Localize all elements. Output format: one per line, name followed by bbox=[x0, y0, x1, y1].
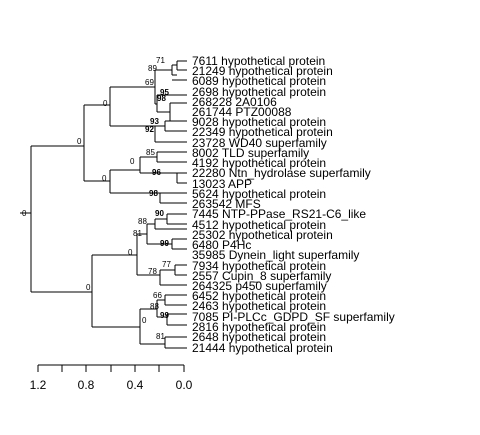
support-value: 69 bbox=[145, 78, 154, 87]
support-value: 81 bbox=[156, 332, 165, 341]
leaf-label: 2557 Cupin_8 superfamily bbox=[192, 269, 331, 283]
leaf-label: 264325 p450 superfamily bbox=[192, 279, 327, 293]
support-value: 88 bbox=[138, 217, 147, 226]
leaf-label: 2698 hypothetical protein bbox=[192, 85, 326, 99]
support-value: 81 bbox=[133, 229, 142, 238]
support-value: 78 bbox=[148, 267, 157, 276]
support-value: 77 bbox=[162, 260, 171, 269]
leaf-label: 7445 NTP-PPase_RS21-C6_like bbox=[192, 207, 366, 221]
support-value: 0 bbox=[22, 209, 27, 218]
leaf-label: 261744 PTZ00088 bbox=[192, 105, 292, 119]
axis-tick-label: 0.0 bbox=[176, 378, 193, 392]
support-value: 98 bbox=[149, 189, 158, 198]
support-value: 0 bbox=[103, 99, 108, 108]
leaf-label: 35985 Dynein_light superfamily bbox=[192, 248, 359, 262]
leaf-label: 2463 hypothetical protein bbox=[192, 299, 326, 313]
support-values: 71 89 69 95 98 0 93 92 0 85 0 96 0 98 0 … bbox=[22, 56, 171, 341]
support-value: 98 bbox=[157, 94, 166, 103]
support-value: 66 bbox=[153, 291, 162, 300]
leaf-label: 21249 hypothetical protein bbox=[192, 64, 333, 78]
leaf-label: 6089 hypothetical protein bbox=[192, 74, 326, 88]
support-value: 93 bbox=[150, 117, 159, 126]
leaf-label: 23728 WD40 superfamily bbox=[192, 136, 327, 150]
leaf-label: 13023 APP bbox=[192, 177, 252, 191]
support-value: 0 bbox=[77, 137, 82, 146]
leaf-label: 25302 hypothetical protein bbox=[192, 228, 333, 242]
axis-tick-label: 0.4 bbox=[127, 378, 144, 392]
leaf-label: 21444 hypothetical protein bbox=[192, 341, 333, 355]
support-value: 0 bbox=[86, 283, 91, 292]
leaf-label: 4512 hypothetical protein bbox=[192, 218, 326, 232]
axis-tick-label: 0.8 bbox=[78, 378, 95, 392]
tree-branches bbox=[20, 60, 187, 349]
support-value: 85 bbox=[146, 148, 155, 157]
support-value: 95 bbox=[160, 88, 169, 97]
support-value: 0 bbox=[130, 157, 135, 166]
leaf-label: 8002 TLD superfamily bbox=[192, 146, 309, 160]
support-value: 0 bbox=[102, 174, 107, 183]
leaf-label: 7085 PI-PLCc_GDPD_SF superfamily bbox=[192, 310, 395, 324]
support-value: 99 bbox=[160, 311, 169, 320]
leaf-label: 263542 MFS bbox=[192, 197, 261, 211]
support-value: 92 bbox=[145, 125, 154, 134]
leaf-label: 2648 hypothetical protein bbox=[192, 330, 326, 344]
leaf-label: 9028 hypothetical protein bbox=[192, 115, 326, 129]
leaf-label: 22280 Ntn_hydrolase superfamily bbox=[192, 166, 371, 180]
support-value: 0 bbox=[128, 248, 133, 257]
support-value: 99 bbox=[160, 239, 169, 248]
leaf-label: 6480 P4Hc bbox=[192, 238, 251, 252]
support-value: 71 bbox=[156, 56, 165, 65]
leaf-label: 7611 hypothetical protein bbox=[192, 54, 325, 68]
axis-tick-label: 1.2 bbox=[30, 378, 47, 392]
leaf-label: 22349 hypothetical protein bbox=[192, 125, 333, 139]
leaf-label: 2816 hypothetical protein bbox=[192, 320, 326, 334]
support-value: 89 bbox=[148, 64, 157, 73]
leaf-label: 6452 hypothetical protein bbox=[192, 289, 326, 303]
leaf-label: 5624 hypothetical protein bbox=[192, 187, 326, 201]
support-value: 88 bbox=[150, 302, 159, 311]
leaf-label: 4192 hypothetical protein bbox=[192, 156, 326, 170]
support-value: 0 bbox=[142, 316, 147, 325]
leaf-label: 7934 hypothetical protein bbox=[192, 259, 326, 273]
support-value: 90 bbox=[155, 209, 164, 218]
support-value: 96 bbox=[152, 168, 161, 177]
leaf-label: 268228 2A0106 bbox=[192, 95, 277, 109]
leaf-labels: 7611 hypothetical protein 21249 hypothet… bbox=[192, 54, 395, 355]
scale-axis: 1.2 0.8 0.4 0.0 bbox=[30, 364, 193, 392]
